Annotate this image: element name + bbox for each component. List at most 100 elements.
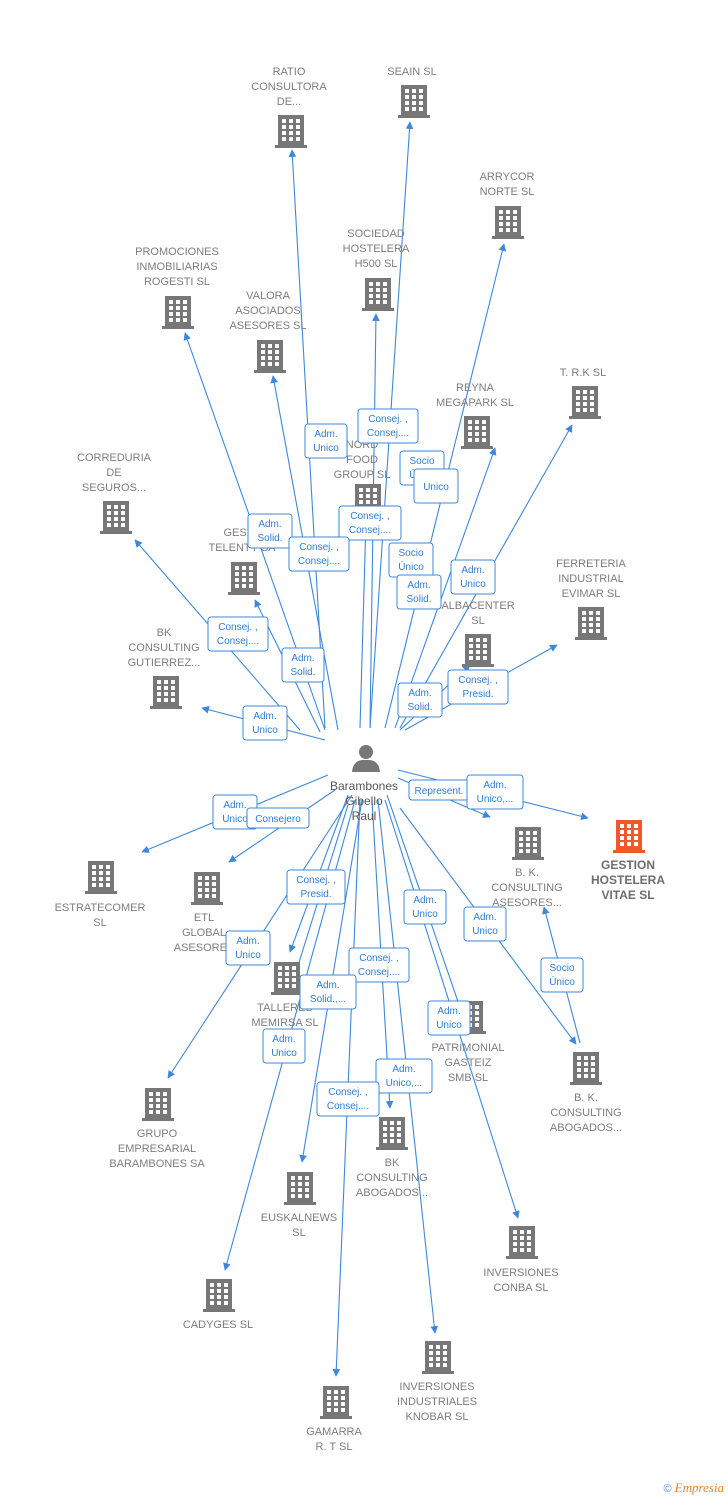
company-label[interactable]: B. K. — [574, 1092, 598, 1104]
company-node-bkabo2[interactable]: BKCONSULTINGABOGADOS... — [356, 1117, 428, 1199]
person-icon[interactable] — [352, 745, 380, 772]
company-label[interactable]: BK — [385, 1157, 400, 1169]
company-node-estratecomer[interactable]: ESTRATECOMER SL — [55, 861, 146, 929]
building-icon[interactable] — [569, 386, 601, 419]
company-label[interactable]: PROMOCIONES — [135, 246, 219, 258]
relation-label[interactable]: Adm.Unico — [450, 559, 496, 595]
relation-label[interactable]: Adm.Unico — [242, 705, 288, 741]
company-node-inversionesknobar[interactable]: INVERSIONES INDUSTRIALES KNOBAR SL — [397, 1341, 477, 1423]
company-label[interactable]: ASESORES... — [492, 897, 562, 909]
company-node-seain[interactable]: SEAIN SL — [387, 66, 437, 118]
company-label[interactable]: CONBA SL — [493, 1282, 548, 1294]
company-label[interactable]: B. K. — [515, 867, 539, 879]
building-icon[interactable] — [462, 634, 494, 667]
company-label[interactable]: KNOBAR SL — [406, 1411, 469, 1423]
company-label[interactable]: FOOD — [346, 454, 378, 466]
building-icon[interactable] — [162, 296, 194, 329]
building-icon[interactable] — [275, 115, 307, 148]
building-icon[interactable] — [142, 1088, 174, 1121]
company-label[interactable]: INDUSTRIALES — [397, 1396, 477, 1408]
relation-label[interactable]: Consej. ,Consej.... — [357, 408, 419, 444]
company-label[interactable]: GRUPO — [137, 1128, 178, 1140]
company-label[interactable]: GROUP SL — [334, 469, 391, 481]
building-icon[interactable] — [512, 827, 544, 860]
company-label[interactable]: ESTRATECOMER — [55, 902, 146, 914]
person-label[interactable]: Raul — [352, 809, 377, 823]
company-label[interactable]: ABOGADOS... — [356, 1187, 428, 1199]
relation-label[interactable]: Adm.Unico — [403, 889, 447, 925]
building-icon[interactable] — [492, 206, 524, 239]
company-label[interactable]: EVIMAR SL — [562, 588, 621, 600]
relation-label[interactable]: Unico — [413, 468, 459, 504]
building-icon[interactable] — [150, 676, 182, 709]
company-label[interactable]: EUSKALNEWS — [261, 1212, 337, 1224]
company-label[interactable]: GLOBAL — [182, 927, 226, 939]
company-label[interactable]: SL — [93, 917, 106, 929]
company-label[interactable]: MEGAPARK SL — [436, 397, 514, 409]
company-node-bkgut[interactable]: BK CONSULTING GUTIERREZ... — [128, 627, 201, 709]
building-icon[interactable] — [271, 962, 303, 995]
company-label[interactable]: ASOCIADOS — [235, 305, 300, 317]
company-label[interactable]: SL — [471, 615, 484, 627]
company-node-ratio[interactable]: RATIOCONSULTORADE... — [251, 66, 327, 148]
company-label[interactable]: GESTION — [601, 858, 655, 872]
company-label[interactable]: ROGESTI SL — [144, 276, 210, 288]
company-label[interactable]: INVERSIONES — [483, 1267, 558, 1279]
relation-label[interactable]: Adm.Unico — [262, 1028, 306, 1064]
company-node-inversionesconba[interactable]: INVERSIONES CONBA SL — [483, 1226, 559, 1294]
company-label[interactable]: BK — [157, 627, 172, 639]
company-label[interactable]: VALORA — [246, 290, 290, 302]
building-icon[interactable] — [506, 1226, 538, 1259]
company-label[interactable]: DE — [106, 467, 121, 479]
company-label[interactable]: ASESORES — [174, 942, 235, 954]
company-label[interactable]: ALBACENTER — [441, 600, 514, 612]
company-label[interactable]: R. T SL — [316, 1441, 353, 1453]
company-label[interactable]: RATIO — [273, 66, 306, 78]
relation-label[interactable]: Consej. ,Consej.... — [207, 616, 269, 652]
company-label[interactable]: VITAE SL — [601, 888, 654, 902]
company-label[interactable]: CONSULTING — [128, 642, 199, 654]
company-label[interactable]: SOCIEDAD — [347, 228, 405, 240]
company-label[interactable]: FERRETERIA — [556, 558, 626, 570]
company-label[interactable]: NORTE SL — [480, 186, 535, 198]
person-label[interactable]: Gibello — [345, 794, 383, 808]
relation-label[interactable]: Adm.Unico — [304, 423, 348, 459]
company-label[interactable]: MEMIRSA SL — [251, 1017, 318, 1029]
company-label[interactable]: INMOBILIARIAS — [136, 261, 217, 273]
building-icon[interactable] — [575, 607, 607, 640]
relation-label[interactable]: Consej. ,Presid. — [286, 869, 346, 905]
company-node-albacenter[interactable]: ALBACENTER SL — [441, 600, 515, 667]
company-label[interactable]: CONSULTORA — [251, 81, 327, 93]
company-label[interactable]: REYNA — [456, 382, 495, 394]
building-icon[interactable] — [191, 872, 223, 905]
company-label[interactable]: CADYGES SL — [183, 1319, 253, 1331]
company-node-reyna[interactable]: REYNA MEGAPARK SL — [436, 382, 514, 449]
company-label[interactable]: INVERSIONES — [399, 1381, 474, 1393]
company-node-trk[interactable]: T. R.K SL — [560, 367, 606, 419]
building-icon[interactable] — [203, 1279, 235, 1312]
relation-label[interactable]: Consej. ,Consej.... — [316, 1081, 380, 1117]
building-icon[interactable] — [254, 340, 286, 373]
company-label[interactable]: PATRIMONIAL — [432, 1042, 505, 1054]
relation-label[interactable]: Adm.Solid. — [281, 647, 325, 683]
company-label[interactable]: HOSTELERA — [343, 243, 410, 255]
relation-label[interactable]: Consej. ,Consej.... — [288, 536, 350, 572]
relation-label[interactable]: Adm.Unico — [225, 930, 271, 966]
brand-logo[interactable]: Empresia — [674, 1480, 724, 1495]
building-icon[interactable] — [320, 1386, 352, 1419]
relation-label[interactable]: Adm.Unico — [427, 1000, 471, 1036]
company-label[interactable]: GUTIERREZ... — [128, 657, 201, 669]
company-label[interactable]: BARAMBONES SA — [109, 1158, 205, 1170]
building-icon[interactable] — [362, 278, 394, 311]
company-node-cadyges[interactable]: CADYGES SL — [183, 1279, 253, 1331]
company-node-correduria[interactable]: CORREDURIADESEGUROS... — [77, 452, 152, 534]
company-label[interactable]: ABOGADOS... — [550, 1122, 622, 1134]
